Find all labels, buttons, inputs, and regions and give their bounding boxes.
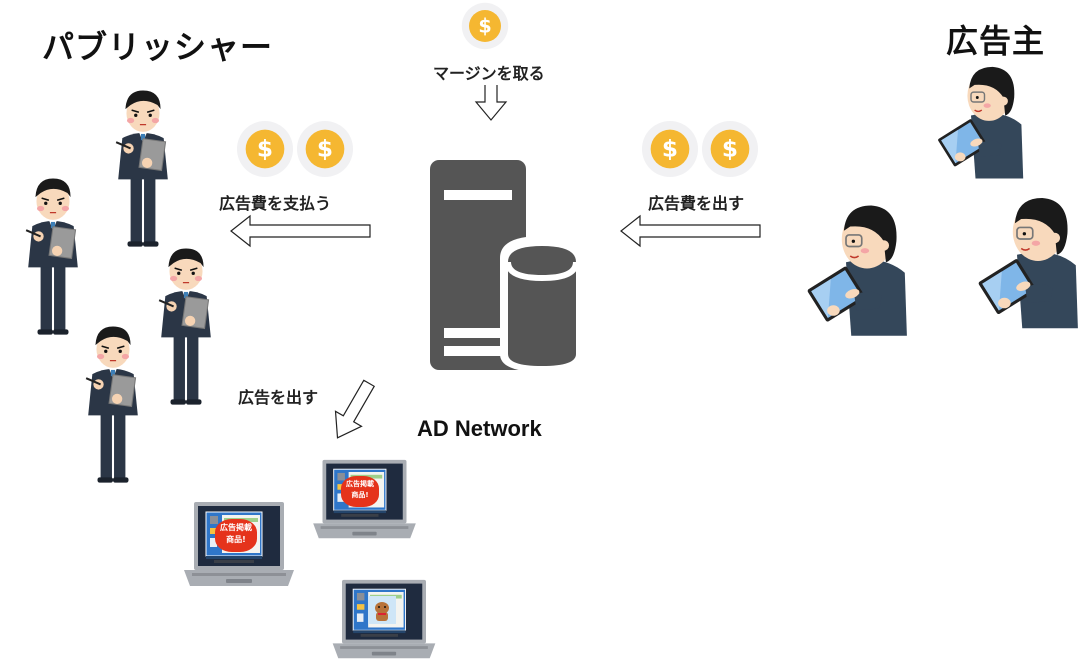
ad-badge: 広告掲載 商品! bbox=[215, 519, 257, 552]
coin-icon bbox=[236, 120, 294, 178]
publisher-title: パブリッシャー bbox=[42, 28, 274, 66]
publisher-person bbox=[85, 325, 139, 484]
publisher-person bbox=[158, 247, 212, 406]
ad-badge-line: 広告掲載 bbox=[346, 480, 374, 488]
down-arrow-icon bbox=[474, 85, 508, 121]
ad-badge-line: 商品! bbox=[351, 491, 369, 499]
laptop: 広告掲載 商品! bbox=[313, 458, 416, 542]
publisher-person bbox=[25, 177, 79, 336]
left-arrow-icon bbox=[230, 214, 371, 248]
character-icon bbox=[368, 596, 396, 624]
coin-icon bbox=[641, 120, 699, 178]
coin-icon bbox=[461, 2, 509, 50]
advertiser-person bbox=[977, 197, 1079, 330]
coin-icon bbox=[296, 120, 354, 178]
pay-publisher-label: 広告費を支払う bbox=[219, 194, 332, 213]
ad-network-label: AD Network bbox=[417, 416, 542, 441]
ad-badge-line: 広告掲載 bbox=[220, 523, 252, 532]
laptop bbox=[332, 578, 436, 662]
pay-network-label: 広告費を出す bbox=[648, 194, 745, 213]
advertiser-person bbox=[805, 204, 908, 337]
ad-badge-line: 商品! bbox=[226, 535, 246, 544]
ad-badge: 広告掲載 商品! bbox=[341, 476, 379, 507]
margin-label: マージンを取る bbox=[433, 64, 545, 83]
coin-icon bbox=[701, 120, 759, 178]
show-ads-label: 広告を出す bbox=[238, 388, 319, 407]
publisher-person bbox=[115, 89, 169, 248]
laptop: 広告掲載 商品! bbox=[183, 500, 295, 590]
advertiser-person bbox=[936, 66, 1024, 180]
left-arrow-icon bbox=[620, 214, 761, 248]
diagonal-arrow-icon bbox=[334, 379, 376, 439]
server-database-icon bbox=[430, 160, 584, 372]
advertiser-title: 広告主 bbox=[946, 22, 1046, 60]
